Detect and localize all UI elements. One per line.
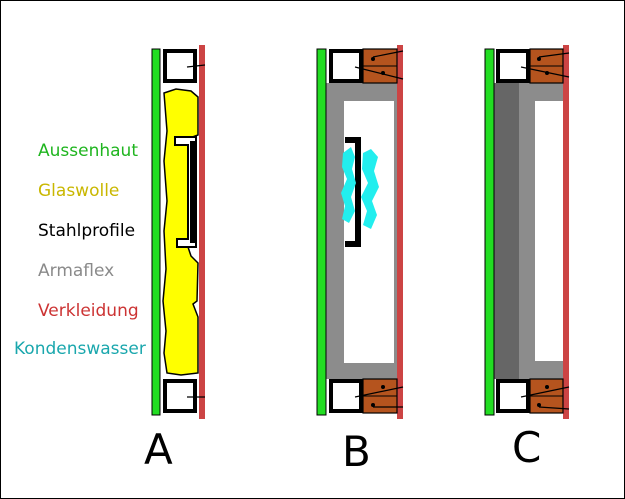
condensate-b-2 <box>361 149 379 229</box>
steel-profile-b <box>345 137 361 247</box>
screw-c-top <box>537 57 541 61</box>
panel-a <box>151 45 206 419</box>
cladding-b <box>397 45 403 419</box>
panel-label-c: C <box>512 423 542 472</box>
steel-box-bottom-c-inner <box>500 383 526 409</box>
panel-label-a: A <box>144 425 173 474</box>
cladding-c <box>563 45 569 419</box>
fastener-b-bottom-1 <box>354 386 404 398</box>
legend: Aussenhaut Glaswolle Stahlprofile Armafl… <box>1 1 161 498</box>
steel-box-top-a-inner <box>167 53 193 79</box>
screw-b-bottom-2 <box>381 385 385 389</box>
legend-outer-skin: Aussenhaut <box>38 141 138 161</box>
air-gap-c <box>535 101 563 361</box>
screw-c-top-2 <box>545 71 549 75</box>
fastener-a-top <box>186 64 206 68</box>
panel-label-b: B <box>342 427 371 476</box>
legend-condensate: Kondenswasser <box>14 339 146 359</box>
armaflex-dark-c <box>493 83 519 379</box>
fastener-b-top-2 <box>372 50 404 58</box>
outer-skin-b <box>316 48 327 416</box>
fastener-c-bottom-2 <box>538 406 570 410</box>
panel-c <box>484 45 570 419</box>
steel-profile-web-a <box>190 141 196 243</box>
screw-b-top-2 <box>381 71 385 75</box>
steel-box-top-c-inner <box>500 53 526 79</box>
steel-box-bottom-b-inner <box>333 383 359 409</box>
steel-box-top-b-inner <box>333 53 359 79</box>
outer-skin-a <box>151 48 161 416</box>
steel-box-bottom-a-inner <box>167 383 193 409</box>
screw-c-bottom-2 <box>545 385 549 389</box>
condensate-b-1 <box>341 147 356 223</box>
legend-armaflex: Armaflex <box>38 261 115 281</box>
cladding-a <box>199 45 205 419</box>
panel-b <box>316 45 404 419</box>
legend-cladding: Verkleidung <box>38 301 139 321</box>
fastener-c-top-1 <box>520 66 570 78</box>
fastener-b-top-1 <box>354 66 404 80</box>
legend-glass-wool: Glaswolle <box>38 181 120 201</box>
air-gap-b <box>344 101 394 363</box>
fastener-c-bottom-1 <box>520 386 570 398</box>
screw-b-top <box>371 57 375 61</box>
legend-steel-profiles: Stahlprofile <box>38 221 136 241</box>
screw-b-bottom <box>371 403 375 407</box>
screw-c-bottom <box>537 403 541 407</box>
outer-skin-c <box>484 48 495 416</box>
fastener-c-top-2 <box>538 52 570 58</box>
